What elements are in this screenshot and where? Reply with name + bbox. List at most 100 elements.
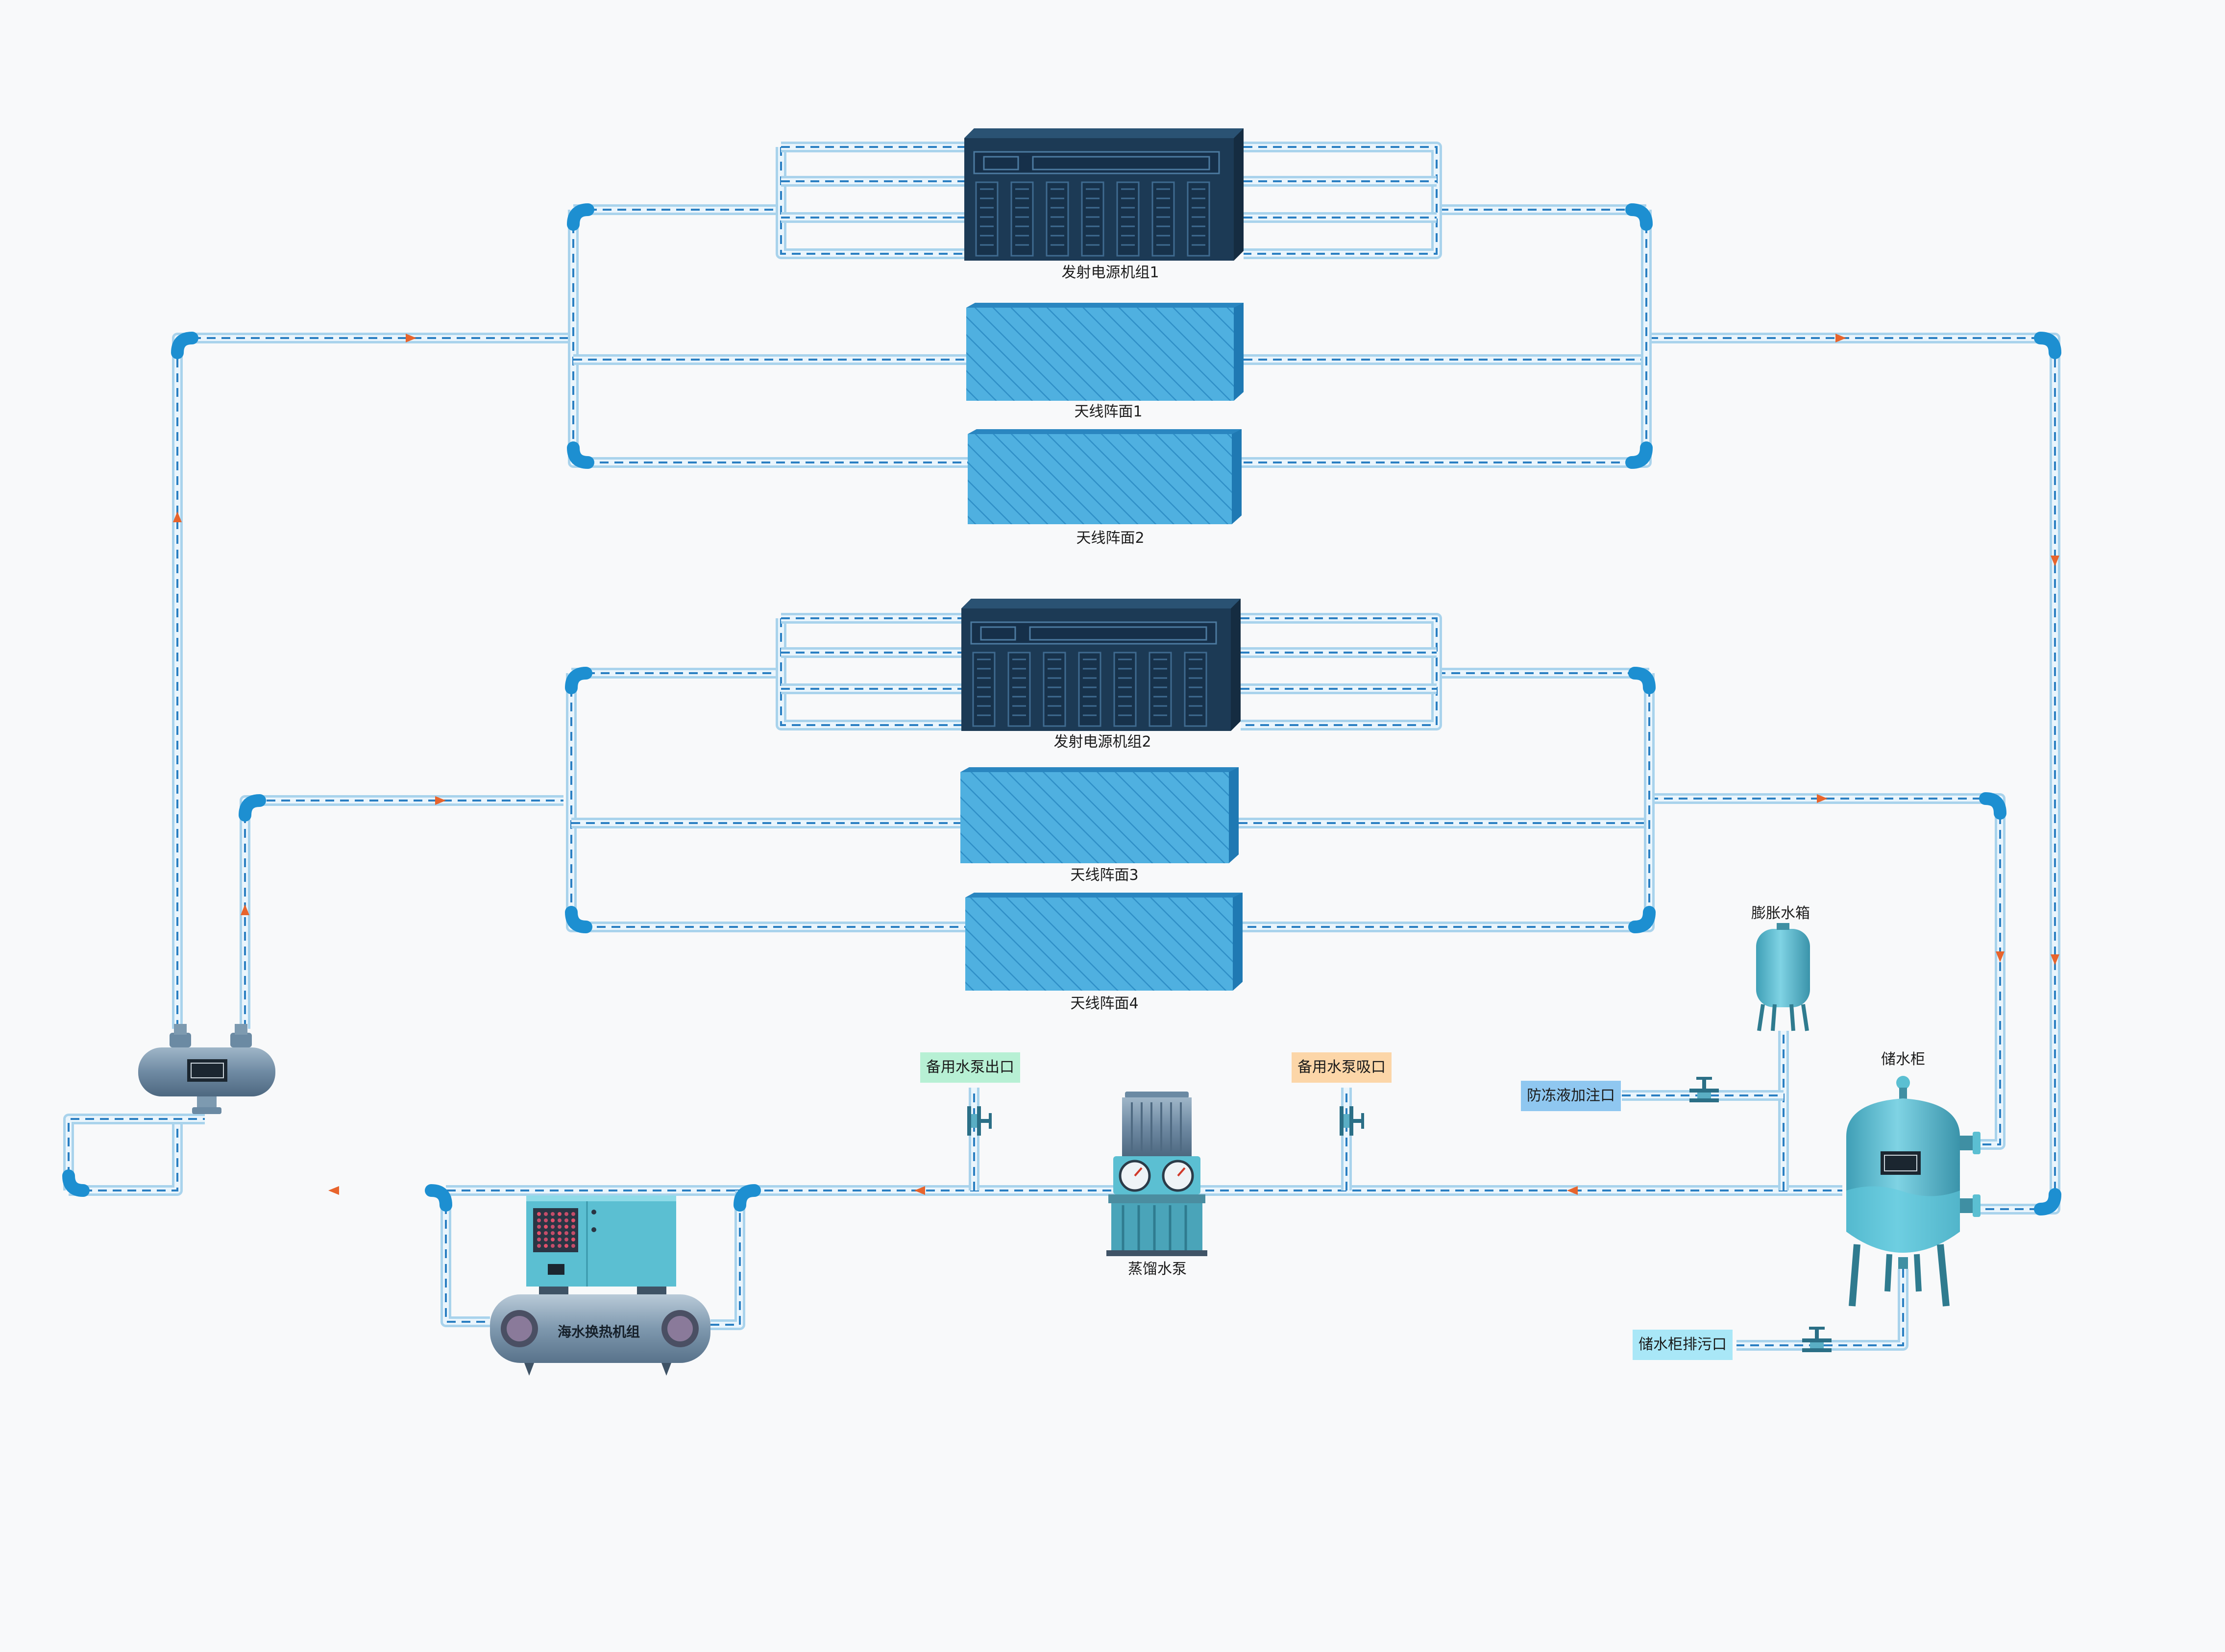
distilled-water-pump (1106, 1092, 1207, 1256)
power-module-slot (1184, 652, 1207, 727)
power-module-slot (1010, 181, 1034, 257)
pipe-segment (69, 1119, 183, 1196)
pipe-elbow (1625, 441, 1653, 469)
led-dot (558, 1238, 562, 1241)
led-dot (544, 1244, 548, 1248)
led-dot (551, 1231, 555, 1235)
pipe-bore (174, 335, 573, 1029)
pipe-bore (568, 673, 965, 930)
led-dot (544, 1218, 548, 1222)
led-dot (571, 1218, 575, 1222)
led-dot (558, 1231, 562, 1235)
power-unit-slots (975, 181, 1210, 257)
led-dot (571, 1244, 575, 1248)
pipe-flow-dash (1243, 673, 1650, 928)
led-dot (537, 1212, 541, 1216)
power-unit-slots (972, 652, 1207, 727)
led-dot (537, 1244, 541, 1248)
antenna-array-4-label: 天线阵面4 (1070, 995, 1138, 1012)
storage-tank-label: 储水柜 (1881, 1051, 1925, 1068)
led-dot (544, 1231, 548, 1235)
led-dot (551, 1244, 555, 1248)
power-module-slot (1007, 652, 1031, 727)
flow-arrow-icon (435, 796, 446, 805)
pipe-flow-dash (1649, 798, 2001, 1145)
flow-arrow-icon (1817, 794, 1828, 803)
led-dot (564, 1238, 568, 1241)
power-module-slot (972, 652, 996, 727)
pipe-elbow (567, 203, 594, 231)
valve-icon (1802, 1327, 1832, 1352)
pipe-network (63, 142, 2060, 1351)
pipe-segment (710, 1190, 745, 1330)
power-module-slot (1078, 652, 1101, 727)
pipe-flow-dash (68, 1118, 205, 1190)
power-unit-1 (964, 128, 1244, 261)
led-dot (564, 1218, 568, 1222)
pipe-flow-dash (572, 210, 971, 463)
led-dot (544, 1225, 548, 1229)
led-dot (571, 1212, 575, 1216)
led-dot (564, 1231, 568, 1235)
led-dot (558, 1225, 562, 1229)
power-module-slot (1187, 181, 1210, 257)
pipe-flow-dash (1242, 210, 1647, 463)
antenna-array-1 (966, 303, 1244, 401)
pipe-elbow (565, 667, 592, 694)
antifreeze-inlet-tag: 防冻液加注口 (1521, 1081, 1621, 1111)
tank-drain-tag: 储水柜排污口 (1633, 1330, 1733, 1360)
pipe-bore (443, 1190, 490, 1325)
power-module-slot (1043, 652, 1066, 727)
pipe-segment (568, 210, 971, 468)
pipe-segment (1736, 1269, 1908, 1351)
led-dot (564, 1244, 568, 1248)
flow-arrows (173, 334, 2059, 1195)
pipe-segment (776, 618, 961, 730)
flow-arrow-icon (1835, 334, 1846, 342)
pipe-elbow (567, 441, 594, 469)
pipe-flow-dash (1736, 1269, 1904, 1346)
valves (967, 1077, 1832, 1352)
pipe-flow-dash (244, 800, 563, 1029)
pipe-segment (1243, 673, 1655, 932)
flow-arrow-icon (1996, 951, 2005, 962)
power-module-slot (1149, 652, 1172, 727)
pipe-elbow (2034, 1188, 2061, 1215)
pipe-elbow (62, 1169, 90, 1197)
flow-arrow-icon (173, 511, 182, 522)
flow-arrow-icon (241, 904, 249, 915)
valve-icon (1340, 1106, 1364, 1136)
pipe-bore (1244, 144, 1440, 257)
pipe-segment (440, 1190, 490, 1327)
pipe-elbow (1625, 203, 1653, 231)
led-dot (544, 1238, 548, 1241)
pipe-flow-dash (710, 1190, 741, 1326)
led-dot (537, 1231, 541, 1235)
led-dot (571, 1231, 575, 1235)
led-dot (551, 1238, 555, 1241)
flow-arrow-icon (914, 1186, 925, 1195)
pipe-bore (1242, 210, 1649, 465)
pipe-elbow (2034, 332, 2061, 359)
pipe-flow-dash (570, 673, 965, 928)
led-dot (551, 1212, 555, 1216)
valve-icon (967, 1106, 992, 1136)
antenna-array-1-label: 天线阵面1 (1074, 403, 1142, 420)
power-module-slot (1081, 181, 1104, 257)
pipe-elbow (1628, 667, 1656, 694)
water-separator (138, 1024, 275, 1114)
led-dot (564, 1212, 568, 1216)
pipe-segment (1241, 613, 1442, 730)
pipe-segment (1242, 210, 1652, 468)
led-dot (537, 1218, 541, 1222)
led-dot (551, 1225, 555, 1229)
pipe-flow-dash (1244, 146, 1438, 255)
pipe-bore (1243, 673, 1652, 930)
pipe-flow-dash (780, 618, 961, 726)
pipe-flow-dash (1241, 617, 1438, 726)
pipe-elbows (62, 203, 2061, 1215)
expansion-tank (1756, 923, 1810, 1031)
pipe-bore (778, 147, 964, 257)
valve-icon (1689, 1077, 1719, 1102)
pipe-flow-dash (176, 337, 573, 1029)
